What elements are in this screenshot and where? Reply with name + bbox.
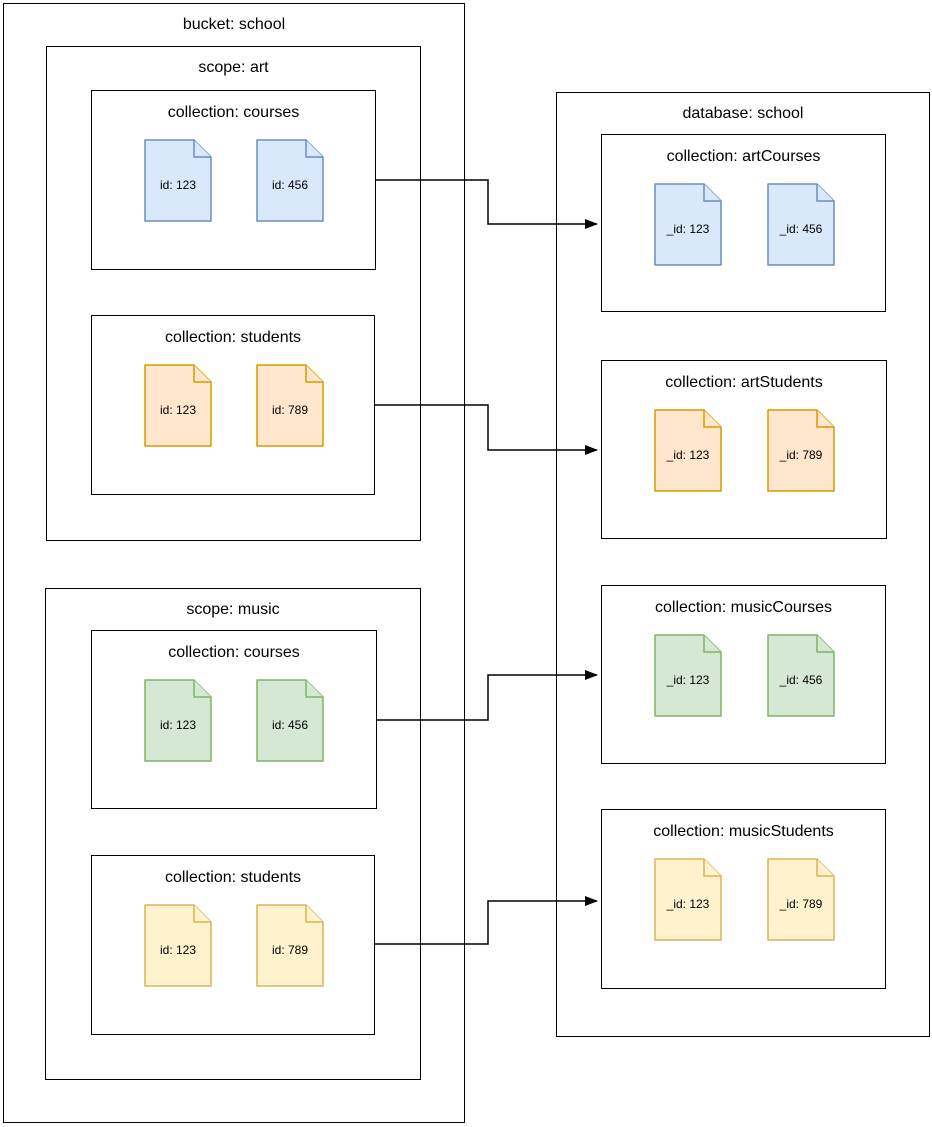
document: id: 789 (256, 364, 324, 447)
note-shape-icon (256, 364, 324, 447)
document: _id: 456 (767, 183, 835, 266)
document: _id: 123 (654, 183, 722, 266)
note-shape-icon (654, 858, 722, 941)
music-students-title: collection: students (164, 869, 302, 886)
document: _id: 789 (767, 409, 835, 492)
note-shape-icon (767, 634, 835, 717)
document-id-label: id: 123 (159, 943, 197, 957)
db-artcourses-collection: collection: artCourses _id: 123 _id: 456 (601, 134, 886, 312)
document: id: 789 (256, 904, 324, 987)
art-courses-collection: collection: courses id: 123 id: 456 (91, 90, 376, 270)
bucket-title: bucket: school (182, 16, 286, 33)
scope-art-title: scope: art (198, 59, 269, 76)
note-shape-icon (654, 183, 722, 266)
document-id-label: id: 123 (159, 178, 197, 192)
document: id: 123 (144, 679, 212, 762)
music-students-collection: collection: students id: 123 id: 789 (91, 855, 375, 1035)
scope-music-container: scope: music collection: courses id: 123… (45, 588, 421, 1080)
database-title: database: school (682, 105, 804, 122)
document-id-label: _id: 789 (779, 448, 823, 462)
note-shape-icon (654, 409, 722, 492)
note-shape-icon (767, 858, 835, 941)
database-school-container: database: school collection: artCourses … (556, 92, 930, 1037)
document-id-label: _id: 123 (666, 222, 710, 236)
scope-music-title: scope: music (186, 601, 280, 618)
document: id: 456 (256, 139, 324, 222)
db-musiccourses-title: collection: musicCourses (655, 599, 832, 616)
document-id-label: _id: 123 (666, 448, 710, 462)
db-artstudents-title: collection: artStudents (665, 374, 823, 391)
document: id: 456 (256, 679, 324, 762)
document-id-label: id: 456 (271, 178, 309, 192)
bucket-school-container: bucket: school scope: art collection: co… (3, 3, 465, 1123)
note-shape-icon (256, 904, 324, 987)
art-courses-title: collection: courses (167, 104, 300, 121)
document-id-label: _id: 123 (666, 897, 710, 911)
db-artcourses-title: collection: artCourses (666, 148, 821, 165)
document-id-label: id: 789 (271, 403, 309, 417)
document-id-label: _id: 123 (666, 673, 710, 687)
db-musicstudents-collection: collection: musicStudents _id: 123 _id: … (601, 809, 886, 989)
document-id-label: _id: 456 (779, 673, 823, 687)
document: id: 123 (144, 364, 212, 447)
db-musicstudents-title: collection: musicStudents (653, 823, 834, 840)
document-id-label: _id: 456 (779, 222, 823, 236)
document-id-label: id: 123 (159, 403, 197, 417)
document-id-label: id: 123 (159, 718, 197, 732)
document-id-label: _id: 789 (779, 897, 823, 911)
document: id: 123 (144, 139, 212, 222)
document-id-label: id: 789 (271, 943, 309, 957)
document-id-label: id: 456 (271, 718, 309, 732)
document: _id: 456 (767, 634, 835, 717)
document: _id: 123 (654, 634, 722, 717)
note-shape-icon (767, 409, 835, 492)
art-students-title: collection: students (164, 329, 302, 346)
document: _id: 123 (654, 409, 722, 492)
note-shape-icon (256, 679, 324, 762)
db-artstudents-collection: collection: artStudents _id: 123 _id: 78… (601, 360, 887, 539)
note-shape-icon (144, 139, 212, 222)
note-shape-icon (256, 139, 324, 222)
note-shape-icon (144, 904, 212, 987)
db-musiccourses-collection: collection: musicCourses _id: 123 _id: 4… (601, 585, 886, 764)
document: id: 123 (144, 904, 212, 987)
document: _id: 123 (654, 858, 722, 941)
music-courses-collection: collection: courses id: 123 id: 456 (91, 630, 377, 809)
note-shape-icon (144, 679, 212, 762)
scope-art-container: scope: art collection: courses id: 123 i… (46, 46, 421, 541)
note-shape-icon (767, 183, 835, 266)
art-students-collection: collection: students id: 123 id: 789 (91, 315, 375, 495)
document: _id: 789 (767, 858, 835, 941)
note-shape-icon (144, 364, 212, 447)
music-courses-title: collection: courses (168, 644, 300, 661)
note-shape-icon (654, 634, 722, 717)
